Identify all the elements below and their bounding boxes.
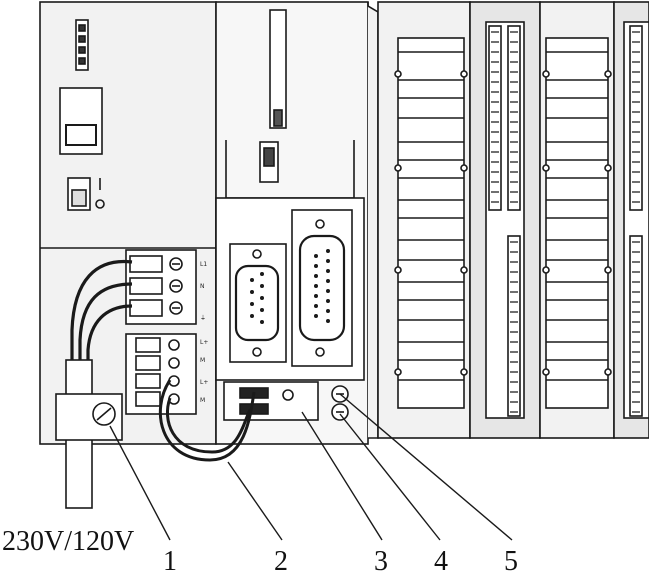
voltage-label: 230V/120V	[2, 526, 135, 557]
io-module-3	[539, 1, 615, 439]
terminal-label-lplus-1: L+	[200, 339, 208, 346]
terminal-label-l1: L1	[200, 261, 207, 268]
cpu-module	[215, 1, 369, 445]
terminal-label-m-1: M	[200, 357, 205, 364]
profibus-connector	[291, 209, 353, 367]
strain-relief-clamp	[55, 393, 123, 441]
terminal-label-n: N	[200, 283, 205, 290]
callout-4: 4	[434, 546, 448, 577]
io-module-4	[613, 1, 649, 439]
terminal-label-lplus-2: L+	[200, 379, 208, 386]
terminal-label-ground: ⏚	[200, 315, 206, 322]
callout-2: 2	[274, 546, 288, 577]
jumper-wires	[158, 379, 256, 462]
callout-3: 3	[374, 546, 388, 577]
mpi-port-connector	[229, 243, 287, 363]
callout-5: 5	[504, 546, 518, 577]
io-module-1	[367, 1, 471, 439]
io-module-2	[469, 1, 541, 439]
callout-leaders	[109, 393, 513, 541]
callout-1: 1	[163, 546, 177, 577]
terminal-label-m-2: M	[200, 397, 205, 404]
